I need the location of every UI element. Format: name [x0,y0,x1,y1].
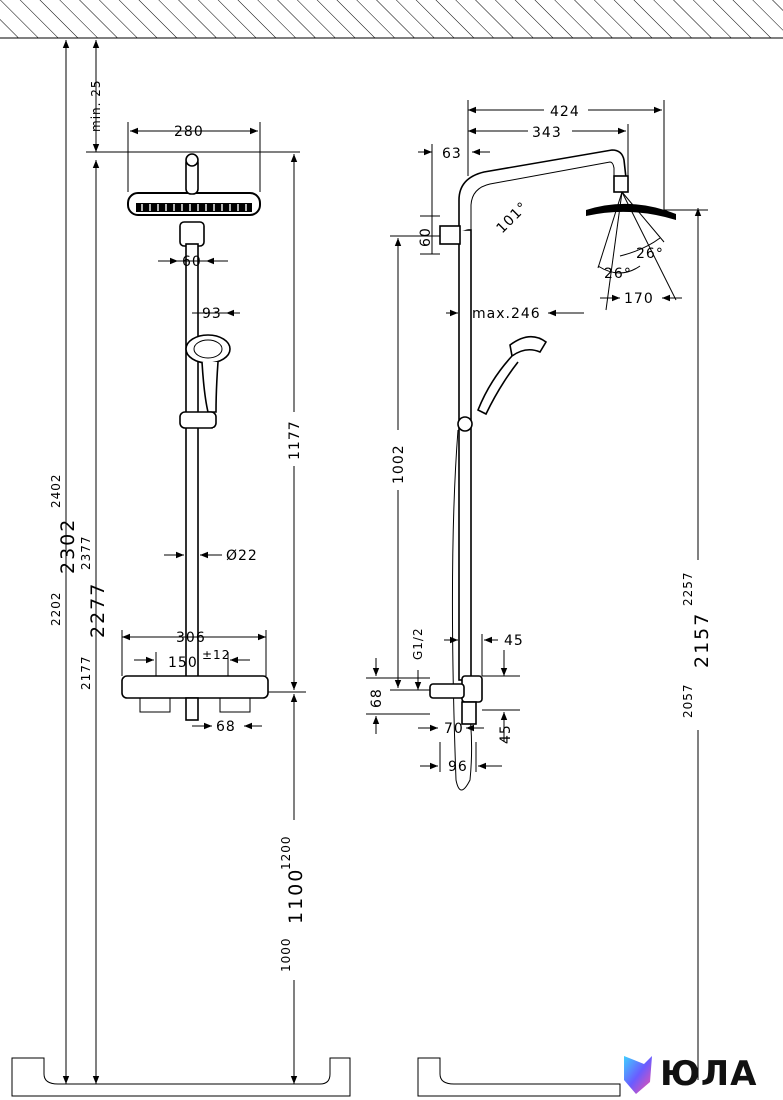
dim-overall-large: 2402 [49,473,63,508]
dim-head-small: 2057 [681,683,695,718]
dim-hand-shower: 93 [202,306,222,322]
dim-spray-angle-b: 26° [636,246,664,262]
dim-wall-offset: 63 [442,146,462,162]
side-hand-shower [509,335,548,358]
dim-offset-70: 70 [444,721,464,737]
dim-floor-large: 1200 [279,835,293,870]
dim-projection-total: 424 [550,104,580,120]
dim-floor-small: 1000 [279,937,293,972]
dim-depth-45b: 45 [498,724,514,744]
side-rail [458,229,472,681]
dim-head-main: 2157 [691,612,713,668]
dim-connection-tolerance: ±12 [202,648,230,662]
dim-inner-large: 2377 [79,535,93,570]
dim-bracket-height: 60 [418,227,434,247]
shower-rail [185,243,199,681]
dim-spray-angle-a: 26° [604,266,632,282]
dim-thermostat-width: 306 [176,630,206,646]
overhead-arm [458,149,627,232]
dim-depth-45a: 45 [504,633,524,649]
dim-offset-96: 96 [448,759,468,775]
dim-spray-width: 170 [624,291,654,307]
logo-text: ЮЛА [660,1054,758,1094]
dim-overall-small: 2202 [49,591,63,626]
floor-right [417,1057,621,1097]
floor-left [11,1057,351,1097]
dim-arm-width: 60 [182,254,202,270]
ceiling-hatch [0,0,783,39]
dim-min-ceiling: min. 25 [89,79,103,132]
dim-floor-main: 1100 [285,868,307,924]
dim-head-large: 2257 [681,571,695,606]
dim-height-to-head: 1002 [391,444,407,484]
dim-projection-head: 343 [532,125,562,141]
thermostat-mixer [121,675,269,699]
dim-max-reach: max.246 [472,306,541,322]
hand-shower [185,334,231,364]
dim-inner-small: 2177 [79,655,93,690]
dim-rail-diameter: Ø22 [226,548,258,564]
side-view: 424 343 63 60 101° 26° 26° 170 max.246 1… [366,100,713,1080]
dim-offset-68: 68 [369,688,385,708]
dim-connection-spacing: 150 [168,655,198,671]
front-view: 280 60 93 Ø22 306 150 ±12 68 min. 25 220… [49,40,307,1084]
dim-inner-main: 2277 [87,582,109,638]
dim-thread: G1/2 [411,627,425,660]
shower-hose [191,427,281,794]
dim-outlet-offset: 68 [216,719,236,735]
side-shower-head [586,203,676,220]
dim-overall-main: 2302 [57,518,79,574]
dim-head-width: 280 [174,124,204,140]
yula-logo-icon [624,1056,652,1094]
dim-rail-height: 1177 [287,420,303,460]
